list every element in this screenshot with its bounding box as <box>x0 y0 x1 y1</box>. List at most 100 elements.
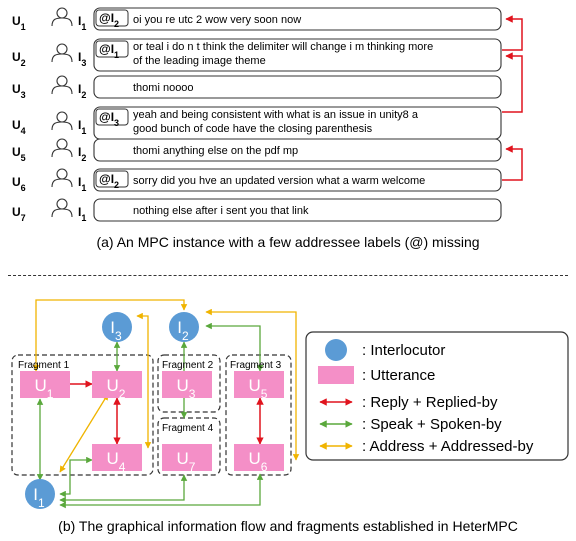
address-edges <box>32 299 300 473</box>
speaker-label: I2 <box>78 82 86 100</box>
message-box <box>93 168 502 192</box>
utterance-node: U2 <box>92 371 142 401</box>
legend-box <box>305 331 569 461</box>
addressee-tag <box>95 108 129 126</box>
message-box <box>93 198 502 222</box>
utterance-node-label: U5 <box>249 376 268 401</box>
utterance-node-label: U4 <box>107 449 126 474</box>
interlocutor-node-label: I2 <box>177 318 189 343</box>
address-edge-u6-i2 <box>205 308 300 461</box>
addressee-label: @I2 <box>99 172 119 190</box>
utterance-id-label: U5 <box>12 145 26 163</box>
speak-edge-i1-u7 <box>59 474 188 504</box>
legend-utterance-swatch <box>318 366 354 384</box>
message-box <box>93 38 502 72</box>
legend-utterance-label: : Utterance <box>362 367 435 384</box>
message-text-line: yeah and being consistent with what is a… <box>133 109 419 121</box>
utterance-node: U4 <box>92 444 142 474</box>
utterance-node: U1 <box>20 371 70 401</box>
utterance-node-label: U3 <box>177 376 196 401</box>
caption-panel-a: (a) An MPC instance with a few addressee… <box>96 234 480 250</box>
utterance-id-label: U7 <box>12 205 26 223</box>
message-row: U1 I1 @I2 oi you re utc 2 wow very soon now <box>12 7 502 32</box>
utterance-node: U7 <box>162 444 212 474</box>
addressee-tag <box>95 9 129 27</box>
reply-arrow-u6-u5 <box>502 145 523 181</box>
fragment-3-label: Fragment 3 <box>230 360 282 371</box>
addressee-label: @I2 <box>99 11 119 29</box>
reply-arrow-u4-u2 <box>502 52 523 113</box>
message-row: U6 I1 @I2 sorry did you hve an updated vers… <box>12 168 502 193</box>
interlocutor-node: I2 <box>169 312 199 343</box>
message-row: U5 I2 thomi anything else on the pdf mp <box>12 138 502 163</box>
legend-interlocutor-swatch <box>325 339 347 361</box>
speak-edge-i2-u5 <box>205 322 264 372</box>
utterance-node: U5 <box>234 371 284 401</box>
speak-edge-i1-u6 <box>59 473 264 509</box>
utterance-node: U3 <box>162 371 212 401</box>
utterance-id-label: U4 <box>12 118 26 136</box>
addressee-tag <box>95 40 129 58</box>
address-edge-u1-i2 <box>32 299 188 372</box>
message-row: U2 I3 @I1 or teal i do n t think the delimi… <box>12 38 502 72</box>
person-outline-icon <box>51 138 73 158</box>
legend-address-label: : Address + Addressed-by <box>362 438 534 455</box>
message-box <box>93 75 502 99</box>
person-outline-icon <box>51 7 73 27</box>
interlocutor-node: I3 <box>102 312 132 343</box>
person-outline-icon <box>51 75 73 95</box>
utterance-id-label: U3 <box>12 82 26 100</box>
speaker-label: I1 <box>78 205 86 223</box>
message-box <box>93 138 502 162</box>
speaker-label: I1 <box>78 118 86 136</box>
utterance-id-label: U2 <box>12 50 26 68</box>
person-outline-icon <box>51 111 73 131</box>
fragment-2-label: Fragment 2 <box>162 360 214 371</box>
interlocutor-node: I1 <box>25 479 55 510</box>
message-text-line: or teal i do n t think the delimiter wil… <box>133 41 433 53</box>
message-text-line: oi you re utc 2 wow very soon now <box>133 14 301 26</box>
person-outline-icon <box>51 43 73 63</box>
message-box <box>93 7 502 31</box>
message-text-line: good bunch of code have the closing pare… <box>133 123 373 135</box>
utterance-node-label: U6 <box>249 449 268 474</box>
speaker-label: I3 <box>78 50 86 68</box>
message-text-line: sorry did you hve an updated version wha… <box>133 175 425 187</box>
utterance-node-label: U2 <box>107 376 126 401</box>
message-row: U7 I1 nothing else after i sent you that l… <box>12 198 502 223</box>
message-text-line: of the leading image theme <box>133 55 266 67</box>
address-edge-u4-i3 <box>136 312 152 449</box>
speaker-label: I1 <box>78 14 86 32</box>
legend: : Interlocutor : Utterance : Reply + Rep… <box>305 331 569 461</box>
panel-divider <box>8 275 568 276</box>
utterance-id-label: U6 <box>12 175 26 193</box>
message-text-line: thomi anything else on the pdf mp <box>133 145 298 157</box>
utterance-id-label: U1 <box>12 14 26 32</box>
reply-edges <box>59 380 264 445</box>
interlocutor-node-label: I3 <box>110 318 122 343</box>
legend-reply-label: : Reply + Replied-by <box>362 394 498 411</box>
speaker-label: I1 <box>78 175 86 193</box>
legend-interlocutor-label: : Interlocutor <box>362 342 445 359</box>
message-text-line: thomi noooo <box>133 82 194 94</box>
addressee-label: @I1 <box>99 42 119 60</box>
fragment-1-label: Fragment 1 <box>18 360 70 371</box>
utterance-node-label: U7 <box>177 449 196 474</box>
legend-speak-label: : Speak + Spoken-by <box>362 416 502 433</box>
speaker-label: I2 <box>78 145 86 163</box>
reply-arrow-u2-u1 <box>502 15 523 51</box>
person-outline-icon <box>51 168 73 188</box>
utterance-node-label: U1 <box>35 376 54 401</box>
fragment-4-label: Fragment 4 <box>162 423 214 434</box>
addressee-tag <box>95 170 129 188</box>
message-text-line: nothing else after i sent you that link <box>133 205 309 217</box>
speak-edges <box>36 322 264 509</box>
fragment-labels: Fragment 1 Fragment 2 Fragment 3 Fragmen… <box>18 360 282 434</box>
panel-a-reply-arrows <box>502 15 523 181</box>
utterance-node: U6 <box>234 444 284 474</box>
interlocutor-node-label: I1 <box>33 485 45 510</box>
